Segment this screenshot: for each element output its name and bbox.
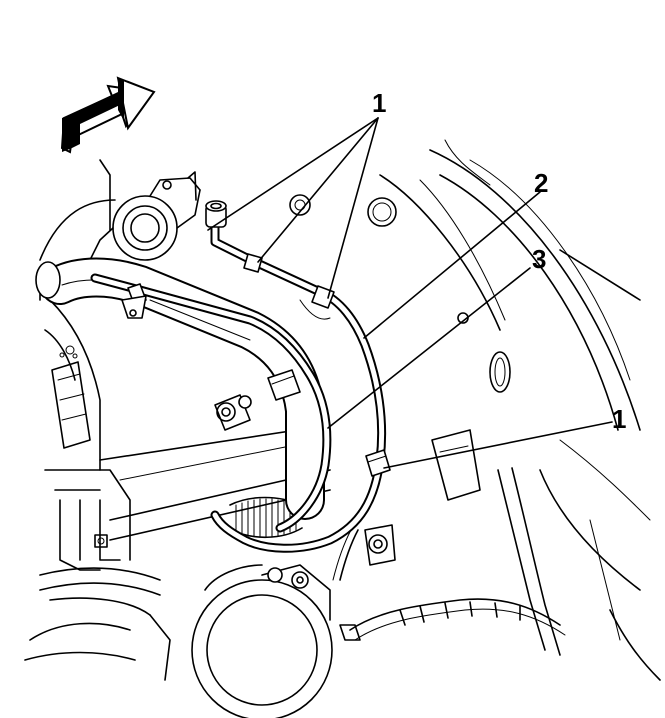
callout-label-3: 3	[532, 244, 546, 274]
forward-arrow-icon	[60, 76, 156, 154]
vent-tube	[90, 200, 387, 553]
callout-label-2: 2	[534, 168, 548, 198]
main-hose	[35, 257, 325, 520]
callout-label-1-top: 1	[372, 88, 386, 118]
clip-left-hose	[267, 369, 301, 401]
engine-components	[24, 159, 396, 718]
wheelhouse-structure	[289, 139, 661, 681]
clip-upper-left	[121, 283, 147, 319]
clip-upper	[243, 253, 263, 273]
clip-middle	[299, 285, 335, 320]
clip-right	[365, 449, 391, 477]
callout-label-1-right: 1	[612, 404, 626, 434]
callout-leaders	[207, 117, 613, 469]
